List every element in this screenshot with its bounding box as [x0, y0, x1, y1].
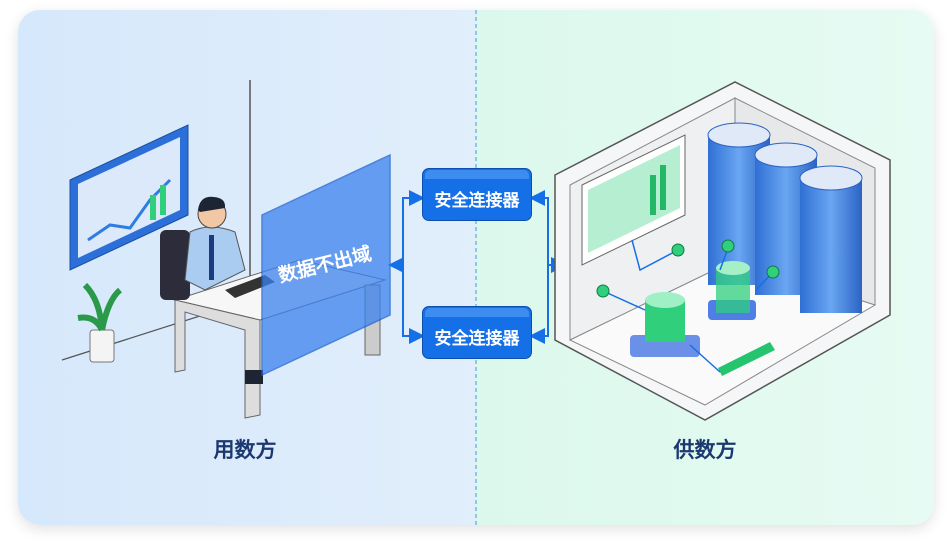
secure-connector-bottom[interactable]: 安全连接器	[422, 306, 532, 359]
glass-panel	[261, 153, 391, 377]
office-scene	[61, 80, 391, 419]
green-device	[718, 342, 775, 376]
connector-label: 安全连接器	[434, 191, 520, 211]
database-stack	[707, 122, 863, 313]
data-consumer-label: 用数方	[213, 438, 277, 462]
green-database-icon	[630, 292, 700, 357]
connector-label: 安全连接器	[434, 329, 520, 349]
chart-screen-icon	[69, 124, 189, 271]
monitor-icon	[581, 134, 686, 266]
person-icon	[160, 196, 275, 384]
secure-database-icon	[708, 261, 756, 320]
plant-icon	[77, 282, 123, 363]
secure-connector-top[interactable]: 安全连接器	[422, 168, 532, 221]
connection-arrows	[388, 190, 567, 344]
data-provider-label: 供数方	[673, 438, 737, 462]
server-room	[554, 81, 891, 421]
